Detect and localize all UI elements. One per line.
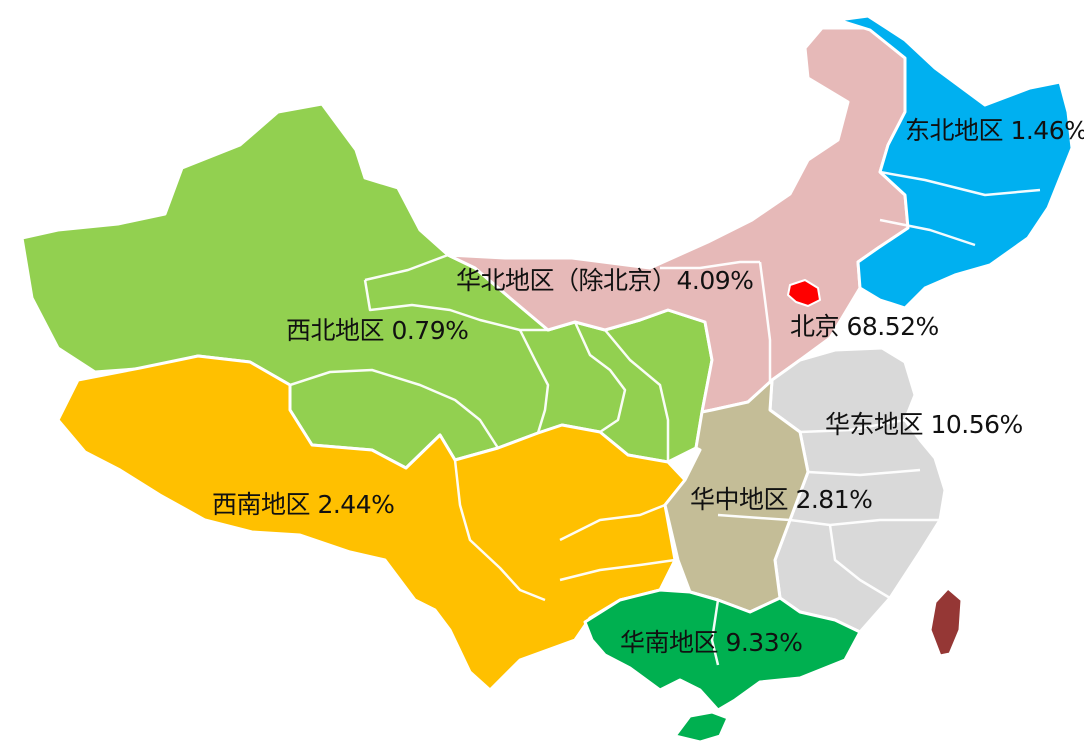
province-boundaries (289, 170, 1041, 666)
label-beijing: 北京 68.52% (790, 312, 939, 341)
label-northwest: 西北地区 0.79% (286, 316, 469, 345)
region-hainan[interactable] (673, 710, 730, 744)
region-northeast[interactable] (836, 14, 1074, 310)
region-beijing[interactable] (787, 279, 821, 307)
label-north-china: 华北地区（除北京）4.09% (456, 266, 754, 295)
label-southwest: 西南地区 2.44% (212, 490, 395, 519)
label-central-china: 华中地区 2.81% (690, 485, 873, 514)
region-taiwan[interactable] (928, 586, 964, 658)
region-south-china[interactable] (583, 588, 862, 712)
label-south-china: 华南地区 9.33% (620, 628, 803, 657)
label-northeast: 东北地区 1.46% (905, 116, 1084, 145)
label-east-china: 华东地区 10.56% (825, 410, 1023, 439)
